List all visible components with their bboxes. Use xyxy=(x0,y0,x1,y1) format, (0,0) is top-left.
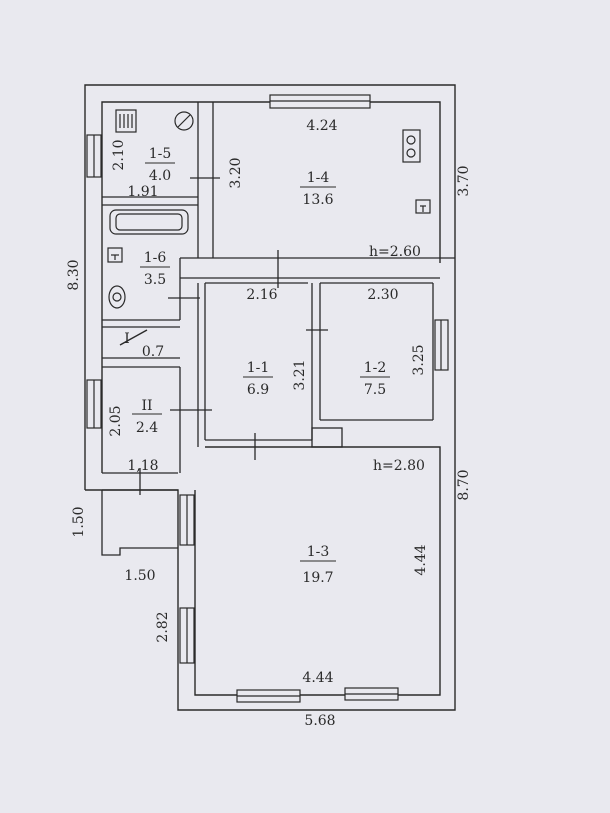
room-area-I: 0.7 xyxy=(142,344,164,360)
room-area-II: 2.4 xyxy=(136,420,158,436)
dim-3-20: 3.20 xyxy=(228,157,244,188)
room-name-1-4: 1-4 xyxy=(307,170,330,186)
dim-8-70: 8.70 xyxy=(456,469,472,500)
dim-1-18: 1,18 xyxy=(127,458,158,474)
height-2-80: h=2.80 xyxy=(373,458,425,474)
dim-8-30: 8.30 xyxy=(66,259,82,290)
horizontal-dimensions: 4.24 1.91 h=2.60 2.16 2.30 1,18 h=2.80 1… xyxy=(124,118,425,729)
washbasin-icon xyxy=(107,247,123,263)
bathtub-icon xyxy=(109,209,189,235)
dim-2-10: 2.10 xyxy=(111,139,127,170)
dim-1-50-v: 1.50 xyxy=(71,506,87,537)
room-area-1-2: 7.5 xyxy=(364,382,386,398)
boiler-icon xyxy=(115,109,137,133)
room-name-1-5: 1-5 xyxy=(149,146,172,162)
toilet-icon xyxy=(108,285,126,309)
dim-3-70: 3.70 xyxy=(456,165,472,196)
room-name-1-6: 1-6 xyxy=(144,250,167,266)
stove-icon xyxy=(402,129,421,163)
dim-1-91: 1.91 xyxy=(127,184,158,200)
vertical-dimensions: 2.10 3.20 3.70 8.30 3.21 3.25 2.05 8.70 … xyxy=(66,139,472,642)
fixtures xyxy=(107,109,431,346)
sink-icon xyxy=(415,199,431,214)
room-area-1-1: 6.9 xyxy=(247,382,269,398)
room-name-I: I xyxy=(124,331,130,347)
dim-2-82: 2.82 xyxy=(155,611,171,642)
room-area-1-3: 19.7 xyxy=(302,570,333,586)
room-name-1-2: 1-2 xyxy=(364,360,387,376)
room-name-1-1: 1-1 xyxy=(247,360,270,376)
room-name-1-3: 1-3 xyxy=(307,544,330,560)
dim-3-25: 3.25 xyxy=(411,344,427,375)
gas-meter-icon xyxy=(174,111,194,131)
dim-2-16: 2.16 xyxy=(246,287,277,303)
room-area-1-4: 13.6 xyxy=(302,192,333,208)
dim-1-50-h: 1.50 xyxy=(124,568,155,584)
dim-3-21: 3.21 xyxy=(292,359,308,390)
room-area-1-6: 3.5 xyxy=(144,272,166,288)
dim-2-30: 2.30 xyxy=(367,287,398,303)
dim-2-05: 2.05 xyxy=(108,405,124,436)
room-labels: 1-5 4.0 1-4 13.6 1-6 3.5 I 0.7 II 2.4 1-… xyxy=(124,146,390,586)
dim-5-68: 5.68 xyxy=(304,713,335,729)
dim-4-44-h: 4.44 xyxy=(302,670,333,686)
dim-4-44-v: 4.44 xyxy=(413,544,429,575)
door-marks xyxy=(139,177,328,495)
interior-walls xyxy=(101,102,455,556)
room-name-II: II xyxy=(141,398,152,414)
windows xyxy=(86,94,449,703)
room-area-1-5: 4.0 xyxy=(149,168,171,184)
dim-4-24: 4.24 xyxy=(306,118,337,134)
height-2-60: h=2.60 xyxy=(369,244,421,260)
